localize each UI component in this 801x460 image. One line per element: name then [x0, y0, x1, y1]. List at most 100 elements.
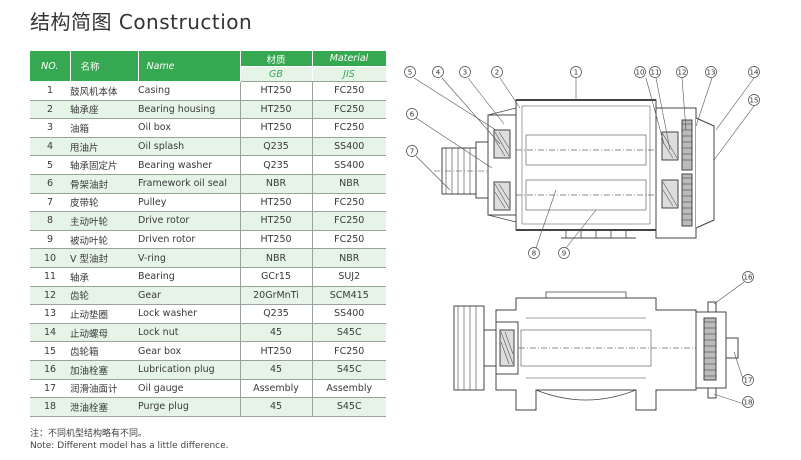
- row-no: 5: [30, 155, 70, 175]
- row-material-jis: FC250: [311, 193, 386, 213]
- row-name-cn: 止动螺母: [70, 323, 138, 343]
- row-material-gb: Q235: [239, 155, 312, 175]
- callout-18: 18: [742, 396, 754, 408]
- svg-text:10: 10: [636, 69, 645, 77]
- svg-text:9: 9: [562, 250, 566, 258]
- row-material-jis: FC250: [311, 341, 386, 361]
- row-material-gb: GCr15: [239, 267, 312, 287]
- callout-17: 17: [742, 374, 754, 386]
- header-jis: JIS: [312, 66, 387, 82]
- row-material-jis: FC250: [311, 211, 386, 231]
- svg-text:16: 16: [744, 274, 753, 282]
- header-gb: GB: [240, 66, 313, 82]
- callouts: 5 4 3 2 1 6 7 10 11 12 13 14 15 8 9 16 1…: [404, 66, 760, 408]
- callout-12: 12: [676, 66, 688, 78]
- row-material-jis: Assembly: [311, 379, 386, 399]
- row-name-cn: 被动叶轮: [70, 230, 138, 250]
- row-material-jis: NBR: [311, 174, 386, 194]
- top-view-right-housing: [655, 107, 715, 239]
- callout-13: 13: [705, 66, 717, 78]
- construction-drawing: 5 4 3 2 1 6 7 10 11 12 13 14 15 8 9 16 1…: [404, 66, 760, 411]
- row-material-gb: HT250: [239, 100, 312, 120]
- svg-text:12: 12: [678, 69, 687, 77]
- callout-5: 5: [404, 66, 416, 78]
- row-material-gb: HT250: [239, 211, 312, 231]
- row-material-gb: HT250: [239, 118, 312, 138]
- row-name-en: Oil splash: [138, 137, 240, 157]
- row-material-jis: SS400: [311, 137, 386, 157]
- row-name-en: Pulley: [138, 193, 240, 213]
- row-no: 2: [30, 100, 70, 120]
- svg-text:14: 14: [750, 69, 759, 77]
- row-no: 16: [30, 360, 70, 380]
- row-name-en: Drive rotor: [138, 211, 240, 231]
- svg-text:6: 6: [410, 111, 415, 119]
- row-no: 8: [30, 211, 70, 231]
- callout-3: 3: [459, 66, 471, 78]
- svg-text:7: 7: [410, 148, 414, 156]
- row-no: 7: [30, 193, 70, 213]
- callout-4: 4: [432, 66, 444, 78]
- row-material-jis: FC250: [311, 230, 386, 250]
- header-material-cn: 材质: [240, 51, 313, 67]
- svg-text:17: 17: [744, 377, 753, 385]
- row-material-gb: HT250: [239, 230, 312, 250]
- row-name-cn: 润滑油面计: [70, 379, 138, 399]
- header-material-en: Material: [312, 51, 387, 67]
- svg-text:4: 4: [436, 69, 441, 77]
- top-view-casing: [515, 99, 657, 239]
- row-name-en: Lock washer: [138, 304, 240, 324]
- callout-2: 2: [491, 66, 503, 78]
- leader-lines: [413, 77, 755, 405]
- page-title: 结构简图 Construction: [30, 10, 253, 34]
- bottom-view-pulley: [453, 305, 497, 391]
- row-name-cn: 皮带轮: [70, 193, 138, 213]
- header-name-cn: 名称: [70, 51, 139, 82]
- callout-15: 15: [748, 94, 760, 106]
- svg-text:2: 2: [495, 69, 499, 77]
- row-no: 11: [30, 267, 70, 287]
- row-name-en: Casing: [138, 81, 240, 101]
- row-material-jis: S45C: [311, 360, 386, 380]
- row-no: 10: [30, 248, 70, 268]
- row-material-gb: Q235: [239, 304, 312, 324]
- row-name-cn: 轴承座: [70, 100, 138, 120]
- row-name-cn: 齿轮箱: [70, 341, 138, 361]
- row-name-cn: 加油栓塞: [70, 360, 138, 380]
- row-name-en: Gear box: [138, 341, 240, 361]
- row-name-en: Bearing washer: [138, 155, 240, 175]
- row-name-en: Framework oil seal: [138, 174, 240, 194]
- row-material-jis: SUJ2: [311, 267, 386, 287]
- row-material-jis: FC250: [311, 118, 386, 138]
- row-no: 4: [30, 137, 70, 157]
- bottom-view-rotors: [486, 329, 706, 367]
- note-en: Note: Different model has a little diffe…: [30, 441, 229, 451]
- svg-text:5: 5: [408, 69, 412, 77]
- svg-text:13: 13: [707, 69, 716, 77]
- row-name-cn: 泄油栓塞: [70, 397, 138, 417]
- callout-16: 16: [742, 271, 754, 283]
- row-material-gb: Q235: [239, 137, 312, 157]
- row-material-gb: 45: [239, 397, 312, 417]
- header-name-en: Name: [138, 51, 241, 82]
- row-material-jis: SCM415: [311, 286, 386, 306]
- row-name-cn: V 型油封: [70, 248, 138, 268]
- row-no: 15: [30, 341, 70, 361]
- row-material-jis: SS400: [311, 304, 386, 324]
- callout-8: 8: [528, 247, 540, 259]
- callout-6: 6: [406, 108, 418, 120]
- svg-text:18: 18: [744, 399, 753, 407]
- row-no: 9: [30, 230, 70, 250]
- bottom-view-gearbox: [695, 301, 739, 399]
- row-material-gb: HT250: [239, 341, 312, 361]
- row-no: 17: [30, 379, 70, 399]
